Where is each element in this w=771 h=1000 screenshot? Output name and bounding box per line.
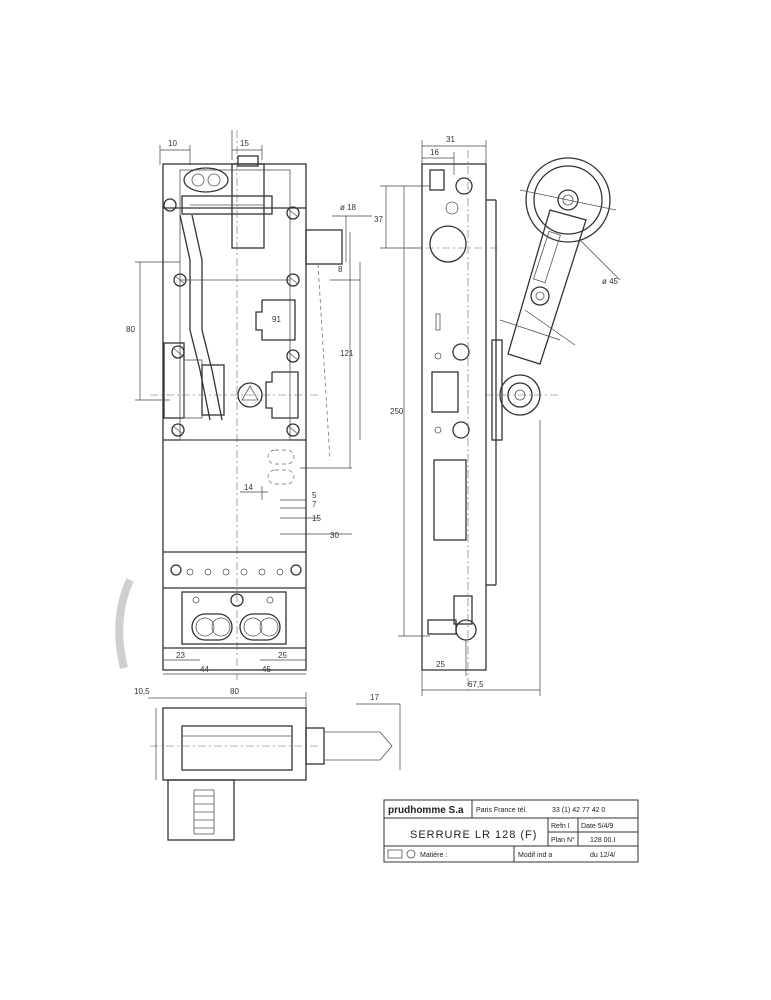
plan-label: Plan N° [551, 836, 575, 844]
dim-16: 16 [430, 148, 439, 157]
side-view-dimensions: 31 16 37 250 25 67,5 [374, 135, 541, 696]
scan-arc [115, 578, 134, 669]
dim-45: 45 [262, 665, 271, 674]
dim-17: 17 [370, 693, 379, 702]
plan-number: 128 00.I [590, 837, 615, 844]
dim-23: 23 [176, 651, 185, 660]
dim-31: 31 [446, 135, 455, 144]
plan-view: 10,5 80 17 [134, 687, 401, 841]
company-phone: 33 (1) 42 77 42 0 [552, 807, 605, 814]
front-view [150, 130, 343, 680]
dim-15: 15 [240, 139, 249, 148]
dim-250: 250 [390, 407, 404, 416]
dim-44: 44 [200, 665, 209, 674]
front-view-dimensions: 10 15 ø 18 8 80 91 121 14 5 7 15 30 23 4… [126, 130, 372, 675]
dim-10: 10 [168, 139, 177, 148]
dim-dia-18: ø 18 [340, 203, 357, 212]
dim-dia-45: ø 45 [602, 277, 619, 286]
dim-14: 14 [244, 483, 253, 492]
dim-30: 30 [330, 531, 339, 540]
dim-15b: 15 [312, 514, 321, 523]
company-location: Paris France tél. [476, 807, 527, 814]
company-name: prudhomme S.a [388, 805, 464, 816]
dim-91: 91 [272, 315, 281, 324]
side-view [410, 150, 503, 690]
dim-25-side: 25 [436, 660, 445, 669]
dim-121: 121 [340, 349, 354, 358]
material-label: Matière : [420, 852, 447, 859]
roller-arm: ø 45 [486, 157, 621, 416]
modif-label: Modif ind a [518, 852, 552, 859]
dim-67-5: 67,5 [468, 680, 484, 689]
ref-label: Refn I [551, 823, 570, 830]
dim-37: 37 [374, 215, 383, 224]
dim-10-5: 10,5 [134, 687, 150, 696]
dim-80: 80 [126, 325, 135, 334]
modif-date: du 12/4/ [590, 852, 615, 859]
dim-5: 5 [312, 491, 317, 500]
dim-7: 7 [312, 500, 317, 509]
title-block: prudhomme S.a Paris France tél. 33 (1) 4… [383, 799, 639, 863]
date-label: Date 5/4/9 [581, 823, 613, 830]
dim-80-plan: 80 [230, 687, 239, 696]
dim-25: 25 [278, 651, 287, 660]
dim-8: 8 [338, 265, 343, 274]
drawing-title: SERRURE LR 128 (F) [410, 829, 537, 841]
